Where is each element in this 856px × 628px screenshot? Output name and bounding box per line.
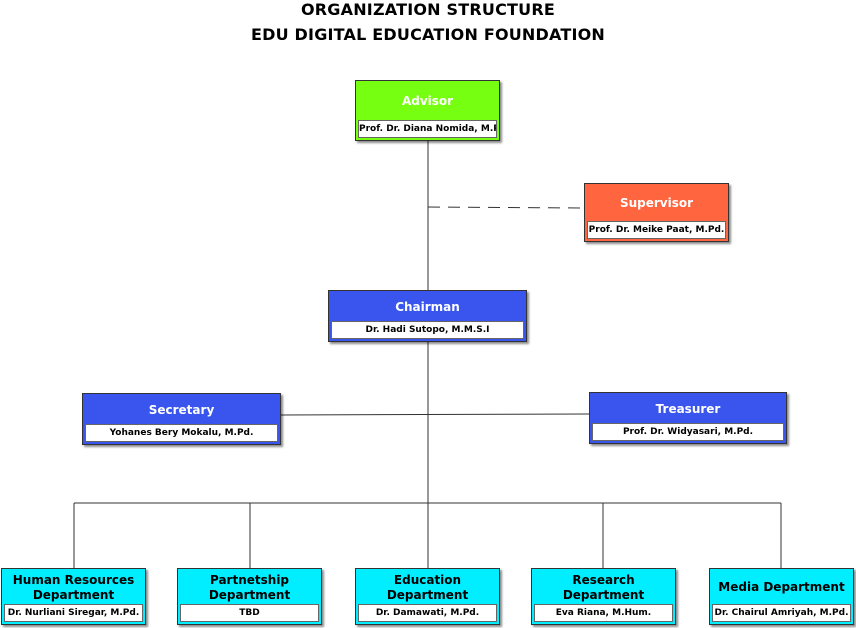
advisor-box: Advisor Prof. Dr. Diana Nomida, M.Pd. — [355, 80, 500, 141]
department-box-research: Research Department Eva Riana, M.Hum. — [531, 568, 676, 625]
supervisor-box: Supervisor Prof. Dr. Meike Paat, M.Pd. — [584, 183, 729, 242]
advisor-name: Prof. Dr. Diana Nomida, M.Pd. — [358, 120, 497, 138]
treasurer-name: Prof. Dr. Widyasari, M.Pd. — [592, 423, 784, 441]
connector-supervisor-dashed — [427, 206, 585, 209]
department-role: Education Department — [386, 572, 469, 602]
secretary-role: Secretary — [148, 402, 215, 417]
connector-secretary-treasurer — [280, 413, 590, 416]
department-head-name: Dr. Chairul Amriyah, M.Pd. — [712, 604, 851, 622]
chairman-role: Chairman — [395, 299, 460, 314]
secretary-box: Secretary Yohanes Bery Mokalu, M.Pd. — [82, 393, 281, 445]
department-box-hr: Human Resources Department Dr. Nurliani … — [1, 568, 146, 625]
chart-subtitle: EDU DIGITAL EDUCATION FOUNDATION — [250, 25, 606, 44]
advisor-role: Advisor — [401, 94, 454, 108]
chart-title: ORGANIZATION STRUCTURE — [300, 0, 555, 19]
supervisor-name: Prof. Dr. Meike Paat, M.Pd. — [587, 221, 726, 239]
department-box-education: Education Department Dr. Damawati, M.Pd. — [355, 568, 500, 625]
secretary-name: Yohanes Bery Mokalu, M.Pd. — [85, 424, 278, 442]
treasurer-role: Treasurer — [655, 401, 721, 416]
treasurer-box: Treasurer Prof. Dr. Widyasari, M.Pd. — [589, 392, 787, 444]
department-role: Partnetship Department — [208, 572, 291, 602]
department-head-name: Dr. Damawati, M.Pd. — [358, 604, 497, 622]
department-role: Human Resources Department — [12, 572, 135, 602]
department-head-name: Eva Riana, M.Hum. — [534, 604, 673, 622]
department-head-name: TBD — [180, 604, 319, 622]
chairman-name: Dr. Hadi Sutopo, M.M.S.I — [331, 321, 524, 339]
department-box-partnership: Partnetship Department TBD — [177, 568, 322, 625]
department-box-media: Media Department Dr. Chairul Amriyah, M.… — [709, 568, 854, 625]
chairman-box: Chairman Dr. Hadi Sutopo, M.M.S.I — [328, 290, 527, 342]
department-role: Research Department — [562, 572, 645, 602]
department-head-name: Dr. Nurliani Siregar, M.Pd. — [4, 604, 143, 622]
department-role: Media Department — [718, 580, 845, 594]
supervisor-role: Supervisor — [619, 196, 694, 210]
